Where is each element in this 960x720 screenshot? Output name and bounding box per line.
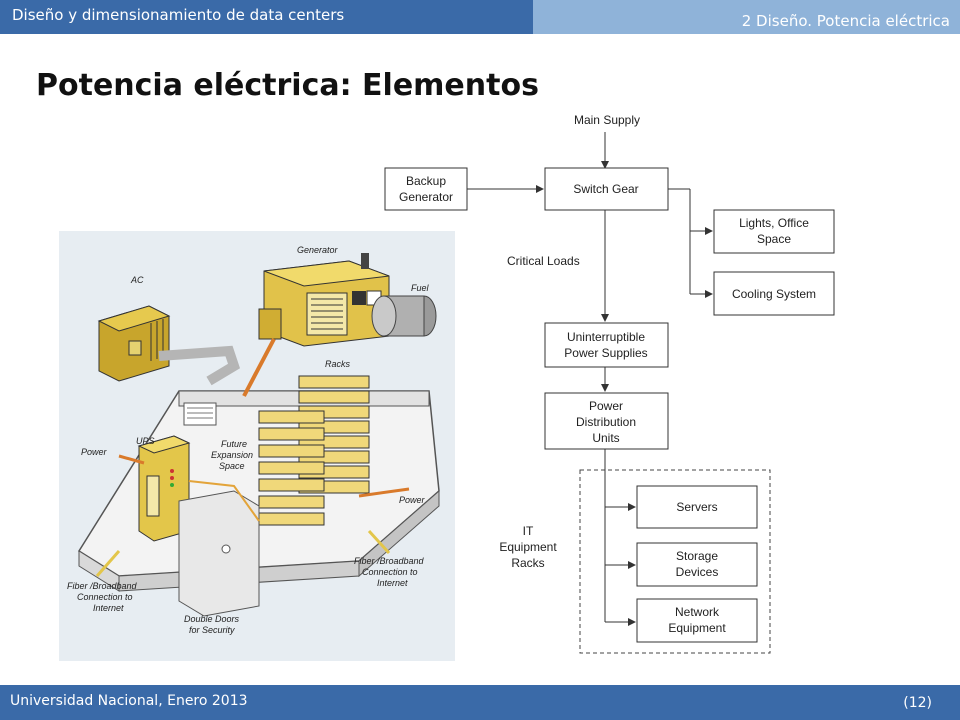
power-flow-diagram: Backup Generator Switch Gear Lights, Off…	[380, 105, 850, 665]
label-future-3: Space	[219, 461, 245, 471]
node-switch-gear: Switch Gear	[544, 167, 669, 211]
node-cooling-system: Cooling System	[713, 271, 835, 316]
label-main-supply: Main Supply	[574, 113, 640, 127]
label-power-left: Power	[81, 447, 108, 457]
svg-text:Units: Units	[592, 431, 619, 445]
ac-duct	[158, 345, 241, 386]
it-racks-group	[579, 469, 771, 654]
footer-institution: Universidad Nacional, Enero 2013	[10, 693, 248, 709]
label-fiber-left-1: Fiber /Broadband	[67, 581, 138, 591]
exhaust	[361, 253, 369, 269]
power-line-left	[118, 454, 145, 465]
ups-cable	[188, 480, 260, 522]
svg-text:Generator: Generator	[399, 190, 453, 204]
svg-text:Storage: Storage	[676, 549, 718, 563]
datacenter-illustration: Generator AC Fuel Racks UPS Future Expan…	[59, 231, 455, 661]
svg-text:Equipment: Equipment	[668, 621, 726, 635]
node-network: Network Equipment	[636, 598, 758, 643]
fiber-line-right	[367, 529, 391, 555]
header-left-band: Diseño y dimensionamiento de data center…	[0, 0, 533, 34]
label-ac: AC	[130, 275, 144, 285]
slide-title: Potencia eléctrica: Elementos	[36, 68, 539, 103]
page-number: (12)	[903, 695, 932, 711]
generator-cable	[242, 338, 276, 397]
svg-text:Distribution: Distribution	[576, 415, 636, 429]
label-fiber-right-2: Connection to	[362, 567, 418, 577]
label-power-right: Power	[399, 495, 426, 505]
svg-text:Backup: Backup	[406, 174, 446, 188]
label-it-1: IT	[523, 524, 534, 538]
label-ups: UPS	[136, 436, 155, 446]
node-ups: Uninterruptible Power Supplies	[544, 322, 669, 368]
label-critical-loads: Critical Loads	[507, 254, 580, 268]
node-servers: Servers	[636, 485, 758, 529]
footer-band: Universidad Nacional, Enero 2013 (12)	[0, 685, 960, 720]
room-wall-right	[358, 489, 440, 578]
racks-back	[298, 375, 370, 494]
svg-text:Space: Space	[757, 232, 791, 246]
node-backup-generator: Backup Generator	[384, 167, 468, 211]
label-fiber-right-1: Fiber /Broadband	[354, 556, 425, 566]
racks-front	[258, 410, 325, 526]
power-flow-svg: Backup Generator Switch Gear Lights, Off…	[384, 113, 835, 654]
label-fiber-left-3: Internet	[93, 603, 124, 613]
label-future-2: Expansion	[211, 450, 253, 460]
svg-text:Power Supplies: Power Supplies	[564, 346, 647, 360]
svg-text:Servers: Servers	[676, 500, 717, 514]
wall-vent	[183, 402, 217, 426]
svg-text:Cooling System: Cooling System	[732, 287, 816, 301]
svg-text:Power: Power	[589, 399, 623, 413]
fiber-line-left	[95, 550, 121, 577]
svg-text:Lights, Office: Lights, Office	[739, 216, 809, 230]
svg-text:Uninterruptible: Uninterruptible	[567, 330, 645, 344]
svg-text:Devices: Devices	[676, 565, 719, 579]
node-storage: Storage Devices	[636, 542, 758, 587]
course-title: Diseño y dimensionamiento de data center…	[12, 6, 345, 24]
node-lights-office: Lights, Office Space	[713, 209, 835, 254]
datacenter-illustration-svg: Generator AC Fuel Racks UPS Future Expan…	[67, 245, 440, 635]
double-doors	[178, 490, 260, 617]
label-it-3: Racks	[511, 556, 544, 570]
section-title: 2 Diseño. Potencia eléctrica	[741, 12, 950, 30]
svg-text:Network: Network	[675, 605, 720, 619]
svg-text:Switch Gear: Switch Gear	[573, 182, 638, 196]
label-it-2: Equipment	[499, 540, 557, 554]
label-fuel: Fuel	[411, 283, 430, 293]
label-racks: Racks	[325, 359, 351, 369]
node-pdu: Power Distribution Units	[544, 392, 669, 450]
label-generator: Generator	[297, 245, 339, 255]
label-doors-1: Double Doors	[184, 614, 240, 624]
label-future-1: Future	[221, 439, 247, 449]
header-right-band: 2 Diseño. Potencia eléctrica	[533, 0, 960, 34]
label-fiber-left-2: Connection to	[77, 592, 133, 602]
label-fiber-right-3: Internet	[377, 578, 408, 588]
label-doors-2: for Security	[189, 625, 235, 635]
power-line-right	[358, 487, 410, 498]
